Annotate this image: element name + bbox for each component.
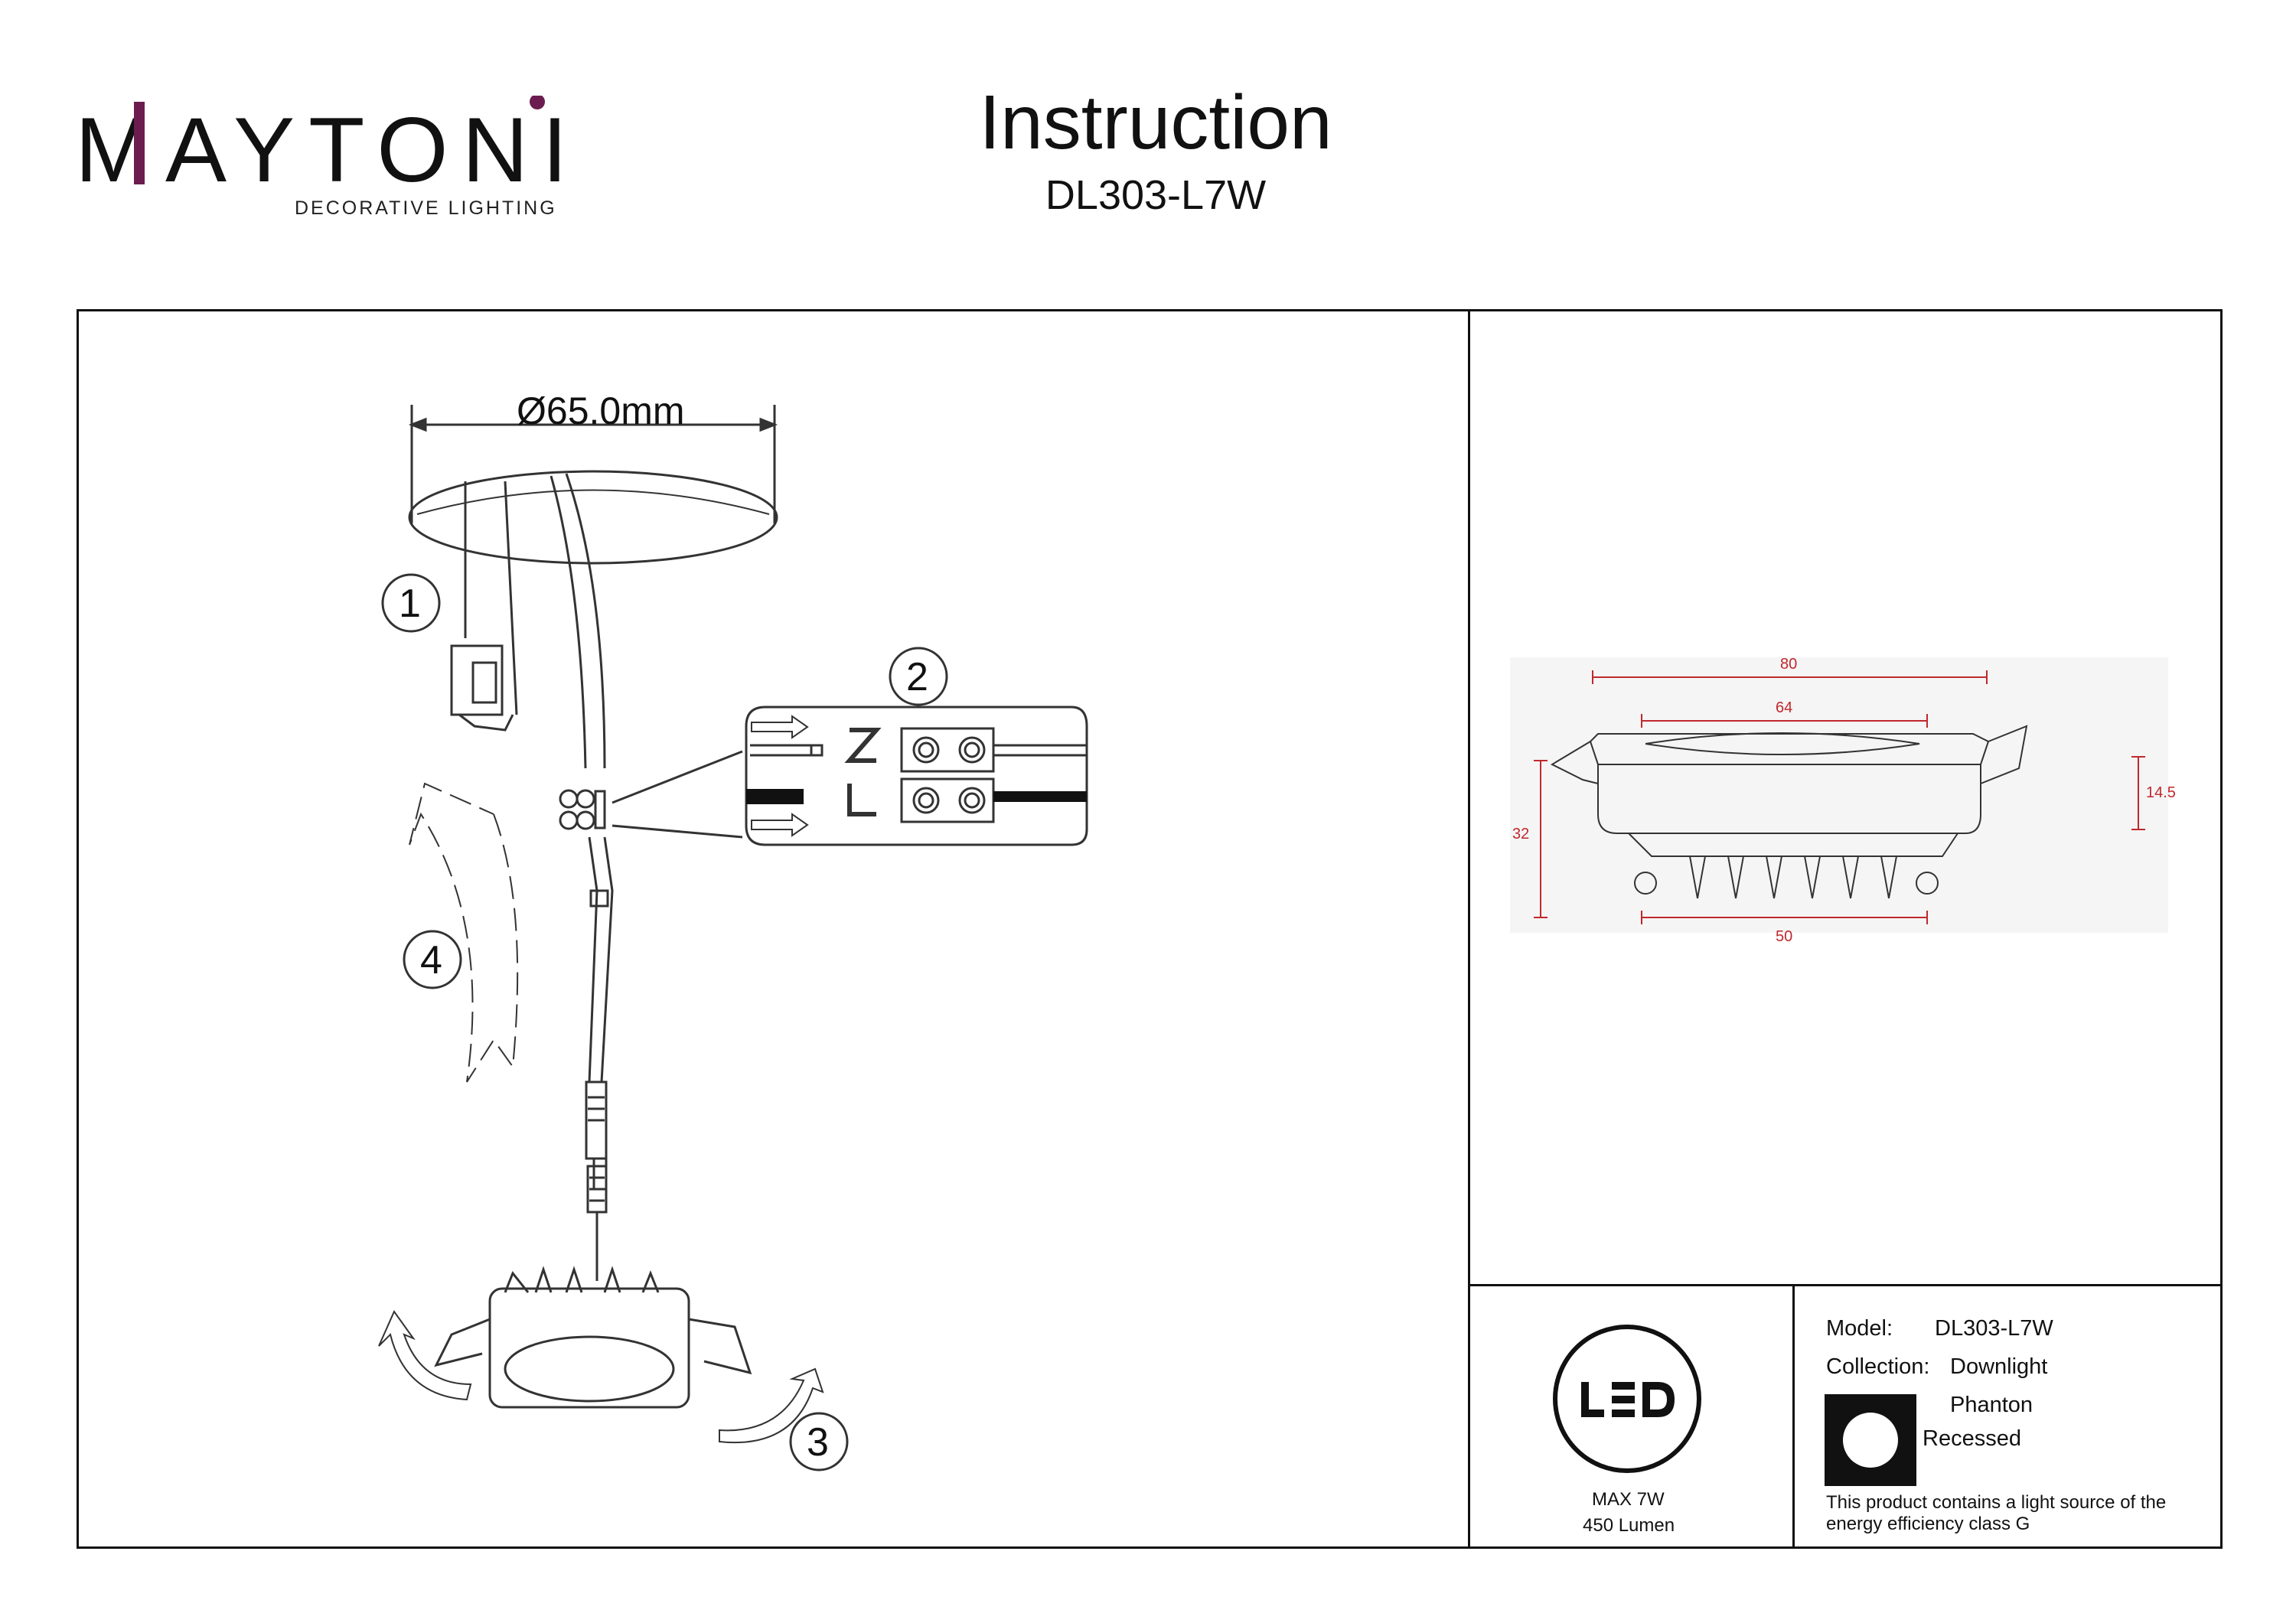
recessed-icon [1825,1394,1916,1486]
model-subtitle: DL303-L7W [1045,172,1267,218]
installation-diagram: Ø65.0mm 1 2 3 4 N L [378,389,1088,1471]
series-name: Phanton [1950,1393,2033,1417]
push-up-arrow [409,782,519,1083]
model-label: Model: [1826,1316,1893,1341]
step-2-circle [889,647,948,706]
step-4-circle [403,930,462,989]
mount-type: Recessed [1923,1426,2021,1451]
dim-80-label: 80 [1780,656,1797,673]
live-wire [746,789,804,804]
led-icon [1553,1325,1701,1473]
collection-value: Downlight [1950,1354,2048,1379]
dim-14-5-label: 14.5 [2146,784,2176,801]
luminaire [434,1266,752,1409]
divider-vertical [1468,309,1470,1549]
ceiling-hole [408,470,778,565]
dim-50-label: 50 [1776,928,1792,945]
step-3-circle [789,1412,849,1471]
instruction-frame [77,309,2223,1549]
page-title: Instruction [979,80,1332,165]
brand-logo: MAYTONI [75,94,568,210]
energy-note-line2: energy efficiency class G [1826,1514,2030,1534]
n-terminal-icon [844,728,882,763]
svg-text:MAYTONI: MAYTONI [75,99,565,195]
step-1-label: 1 [399,582,421,626]
l-terminal-icon [847,784,876,816]
maytoni-logo-icon: MAYTONI [75,94,568,201]
divider-horizontal [1468,1284,2223,1286]
live-wire-out [993,791,1087,802]
luminaire-profile [1550,725,2028,899]
spring-arrow-right [719,1367,824,1444]
lumen-output: 450 Lumen [1583,1515,1675,1536]
wiring-detail-box [745,706,1088,846]
collection-label: Collection: [1826,1354,1930,1379]
energy-note-line1: This product contains a light source of … [1826,1492,2167,1513]
step-2-label: 2 [906,655,928,699]
step-4-label: 4 [420,938,442,983]
step-3-label: 3 [807,1420,829,1465]
dimension-drawing: 80 64 32 14.5 50 [1510,656,2176,945]
cutout-label: Ø65.0mm [517,389,685,432]
step-1-circle [381,573,441,633]
dim-64-label: 64 [1776,699,1792,716]
max-power: MAX 7W [1592,1489,1665,1510]
terminal-block [559,789,606,830]
dim-32-label: 32 [1512,826,1529,842]
switch-box [450,644,504,716]
divider-spec [1792,1284,1795,1549]
spring-arrow-left [378,1309,472,1401]
model-value: DL303-L7W [1935,1316,2053,1341]
drawing-background [1510,657,2168,933]
brand-tagline: DECORATIVE LIGHTING [295,197,557,219]
